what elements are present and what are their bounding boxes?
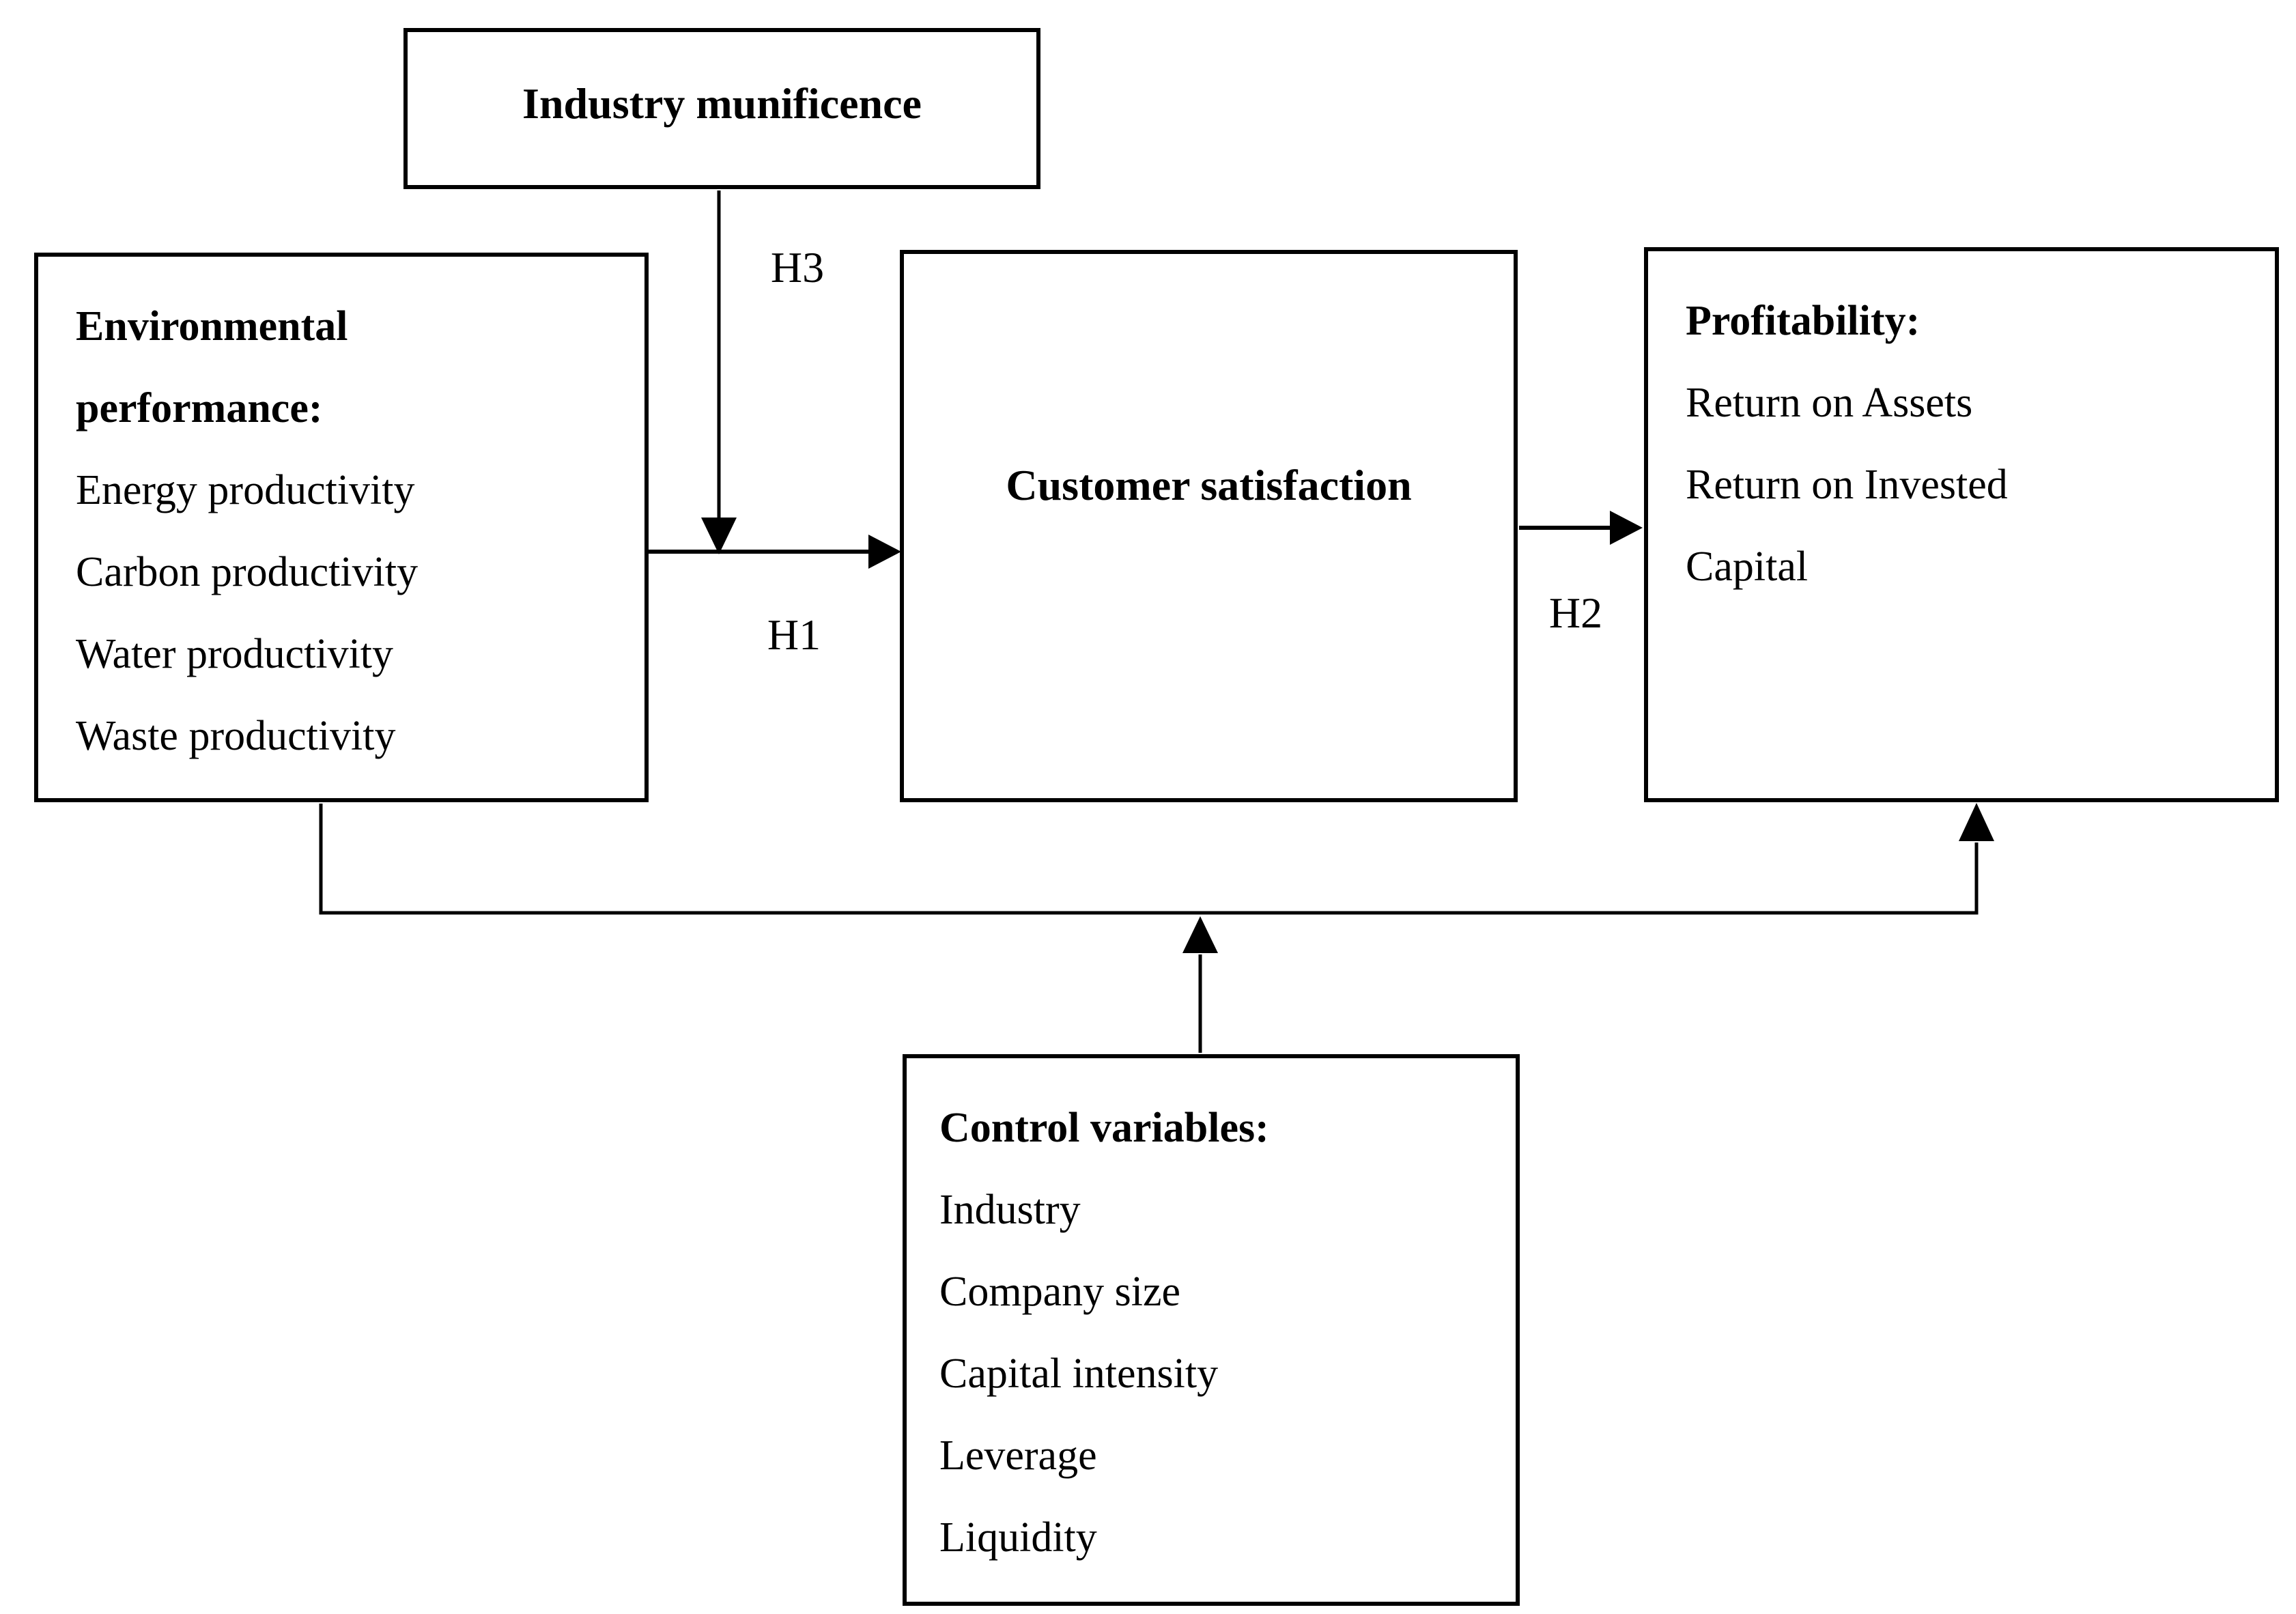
environmental-performance-heading-line: performance: — [76, 385, 323, 431]
control-variables-item: Capital intensity — [939, 1350, 1219, 1397]
profitability-heading: Profitability: — [1686, 298, 1921, 344]
hypothesis-label-h2: H2 — [1548, 589, 1603, 637]
direct-effect-connector-line — [319, 804, 1979, 915]
control-variables-item: Liquidity — [939, 1514, 1097, 1561]
industry-munificence-title: Industry munificence — [522, 79, 922, 128]
control-variables-arrowhead — [1182, 916, 1218, 953]
profitability-item-line: Capital — [1686, 543, 1809, 590]
box-profitability: Profitability: Return on Assets Return o… — [1644, 247, 2279, 802]
h1-arrowhead — [868, 535, 901, 569]
box-control-variables: Control variables: Industry Company size… — [903, 1054, 1520, 1606]
box-customer-satisfaction: Customer satisfaction — [900, 250, 1518, 802]
environmental-performance-item: Water productivity — [76, 631, 394, 677]
environmental-performance-item: Carbon productivity — [76, 549, 419, 595]
profitability-item-line: Return on Invested — [1686, 462, 2008, 508]
customer-satisfaction-title: Customer satisfaction — [1006, 460, 1412, 509]
control-variables-item: Leverage — [939, 1432, 1097, 1479]
control-variables-item: Industry — [939, 1187, 1081, 1233]
environmental-performance-item: Waste productivity — [76, 713, 396, 759]
h3-arrowhead — [701, 518, 737, 554]
hypothesis-label-h1: H1 — [767, 610, 821, 659]
control-variables-heading: Control variables: — [939, 1105, 1269, 1151]
box-industry-munificence: Industry munificence — [403, 28, 1040, 189]
environmental-performance-item: Energy productivity — [76, 467, 415, 513]
control-variables-item: Company size — [939, 1269, 1180, 1315]
direct-effect-arrowhead — [1959, 803, 1994, 841]
box-environmental-performance: Environmental performance: Energy produc… — [34, 253, 649, 802]
environmental-performance-heading-line: Environmental — [76, 303, 348, 350]
hypothesis-label-h3: H3 — [770, 243, 825, 292]
h2-arrowhead — [1610, 511, 1643, 545]
profitability-item-line: Return on Assets — [1686, 380, 1973, 426]
